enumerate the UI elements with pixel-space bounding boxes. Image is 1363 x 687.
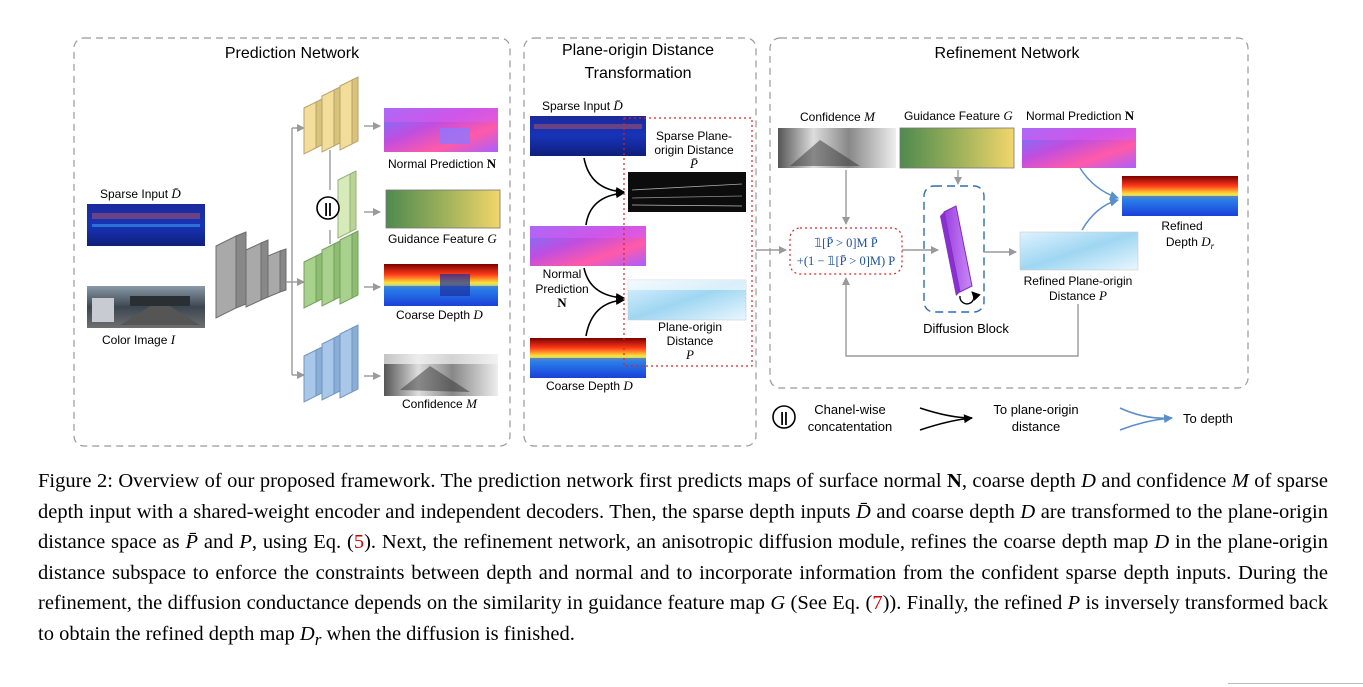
tf-coarse-depth-label: Coarse Depth D	[546, 378, 633, 393]
refined-plane-label-2: Distance P	[1049, 288, 1107, 303]
prediction-title: Prediction Network	[225, 45, 360, 62]
shared-encoder	[215, 231, 287, 319]
equation-ref-7[interactable]: 7	[872, 592, 883, 614]
rf-normal-map	[1022, 128, 1136, 168]
color-image-label: Color Image I	[102, 332, 176, 347]
tf-plane-origin-map	[627, 279, 747, 321]
guidance-feature-map	[385, 189, 501, 229]
decoder-branch-lines	[286, 122, 381, 380]
normal-decoder	[303, 76, 359, 155]
refinement-title: Refinement Network	[935, 45, 1081, 62]
refinement-panel	[769, 37, 1249, 389]
legend-concat: || Chanel-wise concatentation	[772, 402, 893, 434]
prediction-panel	[73, 37, 511, 447]
tf-p-label: P	[685, 347, 694, 362]
tf-sparse-input-label: Sparse Input D̄	[542, 98, 623, 113]
diffusion-block-frame	[923, 185, 985, 313]
tf-sparse-plane-map	[628, 172, 746, 212]
tf-normal-label-2: Prediction	[535, 282, 588, 296]
rf-normal-label: Normal Prediction N	[1026, 108, 1135, 123]
tf-pbar-label: P̄	[689, 156, 698, 171]
rf-guidance-label: Guidance Feature G	[904, 108, 1013, 123]
depth-decoder	[303, 230, 359, 309]
tf-normal-symbol: N	[557, 295, 567, 310]
transform-title-line1: Plane-origin Distance	[562, 42, 714, 59]
legend-concat-text-2: concatentation	[808, 419, 893, 434]
tf-normal-label-1: Normal	[543, 267, 582, 281]
legend-depth-text: To depth	[1183, 411, 1233, 426]
diffusion-block-label: Diffusion Block	[923, 321, 1009, 336]
rf-confidence-map	[778, 128, 896, 168]
sparse-input-image	[87, 204, 205, 246]
legend-plane-text-1: To plane-origin	[993, 402, 1078, 417]
refined-plane-origin-map	[1019, 231, 1139, 271]
refinement-gray-arrows	[756, 170, 1079, 357]
refined-depth-label-2: Depth Dr	[1166, 234, 1215, 251]
equation-ref-5[interactable]: 5	[353, 531, 365, 553]
normal-prediction-label: Normal Prediction N	[388, 156, 497, 171]
legend-concat-text-1: Chanel-wise	[814, 402, 886, 417]
tf-dotted-box	[623, 117, 753, 367]
tf-sparse-plane-label-2: origin Distance	[654, 143, 734, 157]
sparse-input-label: Sparse Input D̄	[100, 186, 181, 201]
normal-prediction-map	[384, 108, 498, 152]
legend-plane: To plane-origin distance	[919, 402, 1079, 434]
tf-plane-origin-label-1: Plane-origin	[658, 320, 722, 334]
transform-panel	[523, 37, 757, 447]
fusion-formula-line2: +(1 − 𝟙[P̄ > 0]M) P	[797, 254, 895, 268]
confidence-map	[384, 354, 498, 396]
fusion-formula-box	[789, 227, 903, 275]
page-edge-line	[1228, 683, 1363, 684]
rf-confidence-label: Confidence M	[800, 109, 876, 124]
refined-plane-label-1: Refined Plane-origin	[1024, 274, 1133, 288]
framework-figure: Prediction Network Plane-origin Distance…	[73, 37, 1249, 447]
transform-title-line2: Transformation	[585, 65, 692, 82]
legend-plane-text-2: distance	[1012, 419, 1060, 434]
concat-symbol: ||	[316, 196, 340, 220]
svg-text:||: ||	[324, 200, 332, 216]
diffusion-block	[940, 205, 981, 305]
tf-normal-map	[530, 226, 646, 266]
tf-coarse-depth-map	[530, 338, 646, 378]
legend-depth: To depth	[1119, 407, 1233, 431]
guidance-feature-label: Guidance Feature G	[388, 231, 497, 246]
fusion-formula-line1: 𝟙[P̄ > 0]M P̄	[814, 236, 878, 250]
svg-text:||: ||	[780, 409, 788, 425]
coarse-depth-label: Coarse Depth D	[396, 307, 483, 322]
tf-sparse-input-image	[530, 116, 646, 156]
tf-arrows	[583, 157, 625, 337]
figure-caption: Figure 2: Overview of our proposed frame…	[38, 470, 1329, 649]
refinement-blue-arrows	[1079, 167, 1119, 231]
guidance-decoder	[337, 170, 357, 239]
refined-depth-label-1: Refined	[1161, 219, 1202, 233]
refined-depth-map	[1122, 176, 1238, 216]
confidence-label: Confidence M	[402, 396, 478, 411]
tf-plane-origin-label-2: Distance	[667, 334, 714, 348]
tf-sparse-plane-label-1: Sparse Plane-	[656, 129, 732, 143]
confidence-decoder	[303, 324, 359, 403]
coarse-depth-map	[384, 264, 498, 306]
rf-guidance-map	[899, 127, 1015, 169]
color-image	[87, 286, 205, 328]
